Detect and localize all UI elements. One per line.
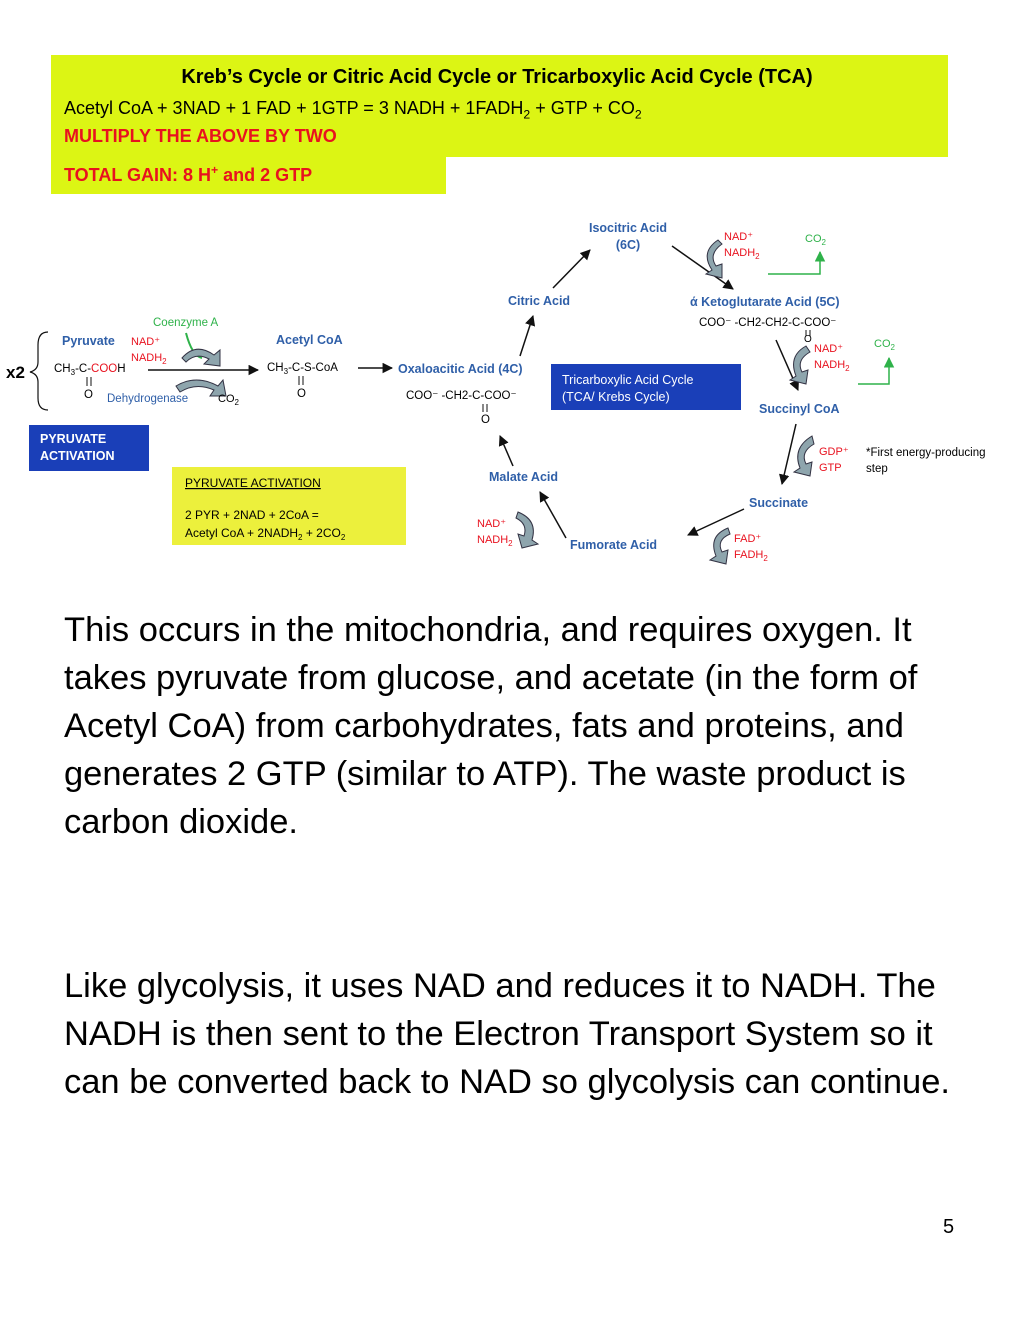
nad-curved-arrow-icon	[181, 348, 221, 367]
activation-summary-box	[172, 467, 406, 545]
paragraph-2: Like glycolysis, it uses NAD and reduces…	[64, 967, 950, 1101]
cycle-equation: Acetyl CoA + 3NAD + 1 FAD + 1GTP = 3 NAD…	[64, 98, 642, 122]
nad-curved-arrow-2-icon	[704, 239, 723, 279]
slide-title: Kreb’s Cycle or Citric Acid Cycle or Tri…	[181, 66, 813, 88]
tca-label-box	[551, 364, 741, 410]
fumorate-label: Fumorate Acid	[570, 538, 657, 552]
oxaloacetic-formula: COO⁻ -CH2-C-COO⁻	[406, 390, 517, 402]
isocitric-label-line2: (6C)	[616, 238, 640, 252]
krebs-cycle-diagram: x2 Pyruvate CH3-C-COOH O Coenzyme A NAD⁺…	[6, 221, 986, 565]
gain-highlight	[51, 157, 446, 194]
pyruvate-activation-badge	[29, 425, 149, 471]
total-gain: TOTAL GAIN: 8 H+ and 2 GTP	[64, 163, 313, 185]
tca-label-line2: (TCA/ Krebs Cycle)	[562, 390, 670, 404]
activation-summary-line2: Acetyl CoA + 2NADH2 + 2CO2	[185, 526, 346, 542]
nad-plus-4: NAD⁺	[477, 518, 506, 530]
co2-arrow-2	[858, 356, 895, 385]
energy-note-line1: *First energy-producing	[866, 447, 986, 459]
nad-curved-arrow-4-icon	[515, 511, 540, 549]
nadh2-label: NADH2	[131, 352, 167, 366]
nadh2-2: NADH2	[724, 247, 760, 261]
gdp-label: GDP⁺	[819, 446, 849, 458]
co2-pyruvate-label: CO2	[218, 393, 240, 407]
acetyl-oxygen: O	[297, 388, 306, 400]
co2-arrow-1	[768, 250, 826, 275]
ketoglutarate-formula: COO⁻ -CH2-CH2-C-COO⁻	[699, 317, 836, 329]
pyruvate-activation-line1: PYRUVATE	[40, 432, 106, 446]
acetyl-formula: CH3-C-S-CoA	[267, 362, 338, 376]
succinate-label: Succinate	[749, 496, 808, 510]
activation-summary-line1: 2 PYR + 2NAD + 2CoA =	[185, 508, 319, 522]
ketoglutarate-oxygen: O	[804, 334, 812, 345]
acetyl-coa-label: Acetyl CoA	[276, 333, 343, 347]
co2-label-1: CO2	[805, 233, 827, 247]
isocitric-label-line1: Isocitric Acid	[589, 221, 667, 235]
isocitric-to-keto-arrow	[671, 245, 734, 290]
fad-plus-label: FAD⁺	[734, 533, 761, 545]
nad-plus-2: NAD⁺	[724, 231, 753, 243]
fadh2-label: FADH2	[734, 549, 768, 563]
page-number: 5	[943, 1216, 955, 1238]
co2-label-2: CO2	[874, 338, 896, 352]
succinyl-coa-label: Succinyl CoA	[759, 402, 840, 416]
citric-to-isocitric-arrow	[552, 249, 591, 289]
gdp-curved-arrow-icon	[792, 435, 815, 477]
paragraph-1: This occurs in the mitochondria, and req…	[64, 611, 918, 841]
citric-acid-label: Citric Acid	[508, 294, 570, 308]
nadh2-4: NADH2	[477, 534, 513, 548]
ketoglutarate-label: ά Ketoglutarate Acid (5C)	[690, 295, 840, 309]
activation-summary-title: PYRUVATE ACTIVATION	[185, 476, 321, 490]
oxaloacetic-oxygen: O	[481, 414, 490, 426]
header-highlight	[51, 55, 948, 157]
x2-multiplier: x2	[6, 363, 25, 382]
keto-to-succinyl-arrow	[775, 339, 799, 391]
gtp-label: GTP	[819, 462, 842, 474]
oxaloacetic-label: Oxaloacitic Acid (4C)	[398, 362, 523, 376]
oxalo-to-citric-arrow	[519, 315, 536, 357]
succinyl-to-succinate-arrow	[779, 423, 797, 486]
malate-to-oxalo-arrow	[498, 435, 514, 467]
pyruvate-formula: CH3-C-COOH	[54, 363, 126, 377]
multiply-note: MULTIPLY THE ABOVE BY TWO	[64, 126, 337, 146]
nad-plus-3: NAD⁺	[814, 343, 843, 355]
tca-label-line1: Tricarboxylic Acid Cycle	[562, 373, 694, 387]
left-brace	[29, 331, 49, 411]
coenzyme-a-label: Coenzyme A	[153, 317, 219, 329]
nad-plus-label: NAD⁺	[131, 336, 160, 348]
nad-curved-arrow-3-icon	[788, 345, 811, 385]
nadh2-3: NADH2	[814, 359, 850, 373]
dehydrogenase-label: Dehydrogenase	[107, 393, 188, 405]
energy-note-line2: step	[866, 463, 888, 475]
malate-label: Malate Acid	[489, 470, 558, 484]
pyruvate-label: Pyruvate	[62, 334, 115, 348]
pyruvate-activation-line2: ACTIVATION	[40, 449, 115, 463]
fumorate-to-malate-arrow	[539, 491, 567, 539]
succinate-to-fumorate-arrow	[687, 508, 745, 536]
pyruvate-oxygen: O	[84, 389, 93, 401]
co2-curved-arrow-icon	[175, 378, 227, 397]
fad-curved-arrow-icon	[708, 527, 731, 565]
